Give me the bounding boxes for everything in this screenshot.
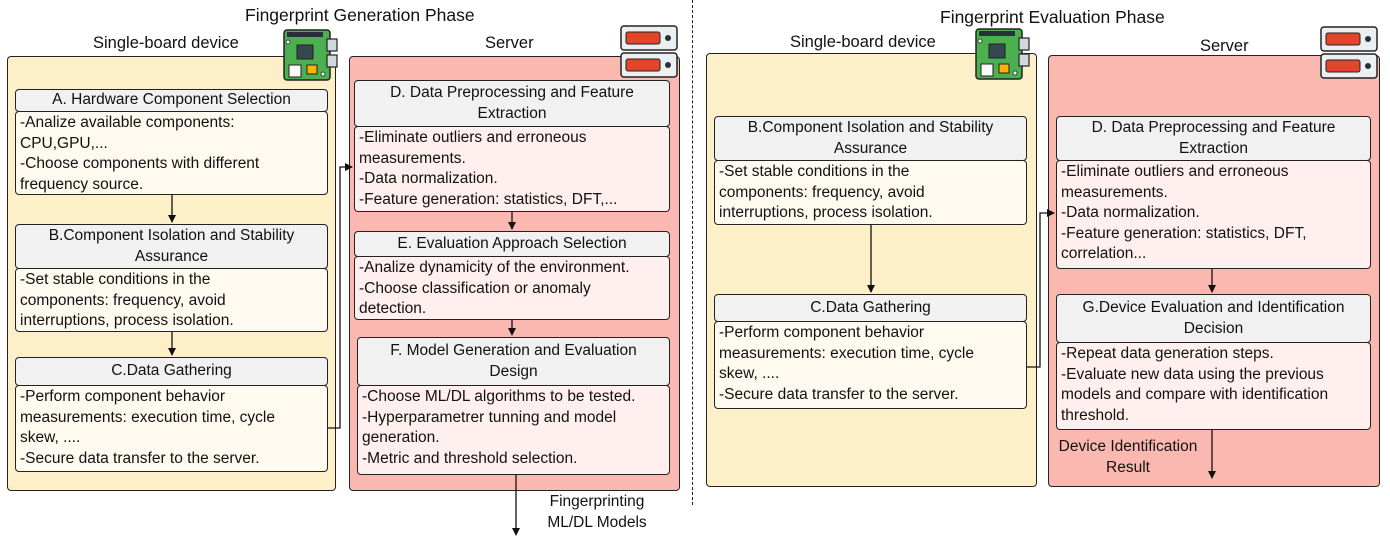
gen-step-b-title: B.Component Isolation and Stability Assu… (15, 224, 328, 269)
arrow-c-to-d (328, 163, 353, 429)
eval-step-d-body: -Eliminate outliers and erroneous measur… (1056, 160, 1371, 269)
gen-step-e-body: -Analize dynamicity of the environment. … (354, 256, 670, 320)
eval-step-b-title: B.Component Isolation and Stability Assu… (714, 116, 1027, 161)
gen-server-label: Server (485, 34, 534, 52)
single-board-computer-icon (283, 29, 338, 81)
phase-divider (692, 0, 693, 505)
gen-step-f-body: -Choose ML/DL algorithms to be tested. -… (357, 385, 670, 475)
eval-step-c-body: -Perform component behavior measurements… (714, 321, 1027, 409)
server-rack-icon (1320, 26, 1378, 79)
gen-step-f-title: F. Model Generation and Evaluation Desig… (357, 337, 670, 386)
eval-step-b-body: -Set stable conditions in the components… (714, 160, 1027, 225)
gen-step-d-body: -Eliminate outliers and erroneous measur… (354, 126, 670, 212)
server-rack-icon (620, 25, 678, 78)
eval-step-g-title: G.Device Evaluation and Identification D… (1056, 294, 1371, 343)
gen-step-c-body: -Perform component behavior measurements… (15, 385, 328, 472)
gen-step-b-body: -Set stable conditions in the components… (15, 268, 328, 332)
evaluation-phase-title: Fingerprint Evaluation Phase (940, 7, 1165, 27)
eval-device-label: Single-board device (790, 33, 936, 51)
arrow-eval-c-to-d (1027, 209, 1055, 368)
gen-step-e-title: E. Evaluation Approach Selection (354, 231, 670, 257)
gen-step-d-title: D. Data Preprocessing and Feature Extrac… (354, 80, 670, 127)
eval-step-c-title: C.Data Gathering (714, 294, 1027, 322)
single-board-computer-icon (975, 28, 1030, 80)
eval-step-d-title: D. Data Preprocessing and Feature Extrac… (1056, 116, 1371, 161)
eval-server-label: Server (1200, 37, 1249, 55)
gen-output-label: Fingerprinting ML/DL Models (547, 493, 647, 531)
eval-step-g-body: -Repeat data generation steps. -Evaluate… (1056, 342, 1371, 430)
eval-output-label: Device Identification Result (1058, 438, 1198, 476)
gen-device-label: Single-board device (93, 34, 239, 52)
generation-phase-title: Fingerprint Generation Phase (245, 5, 475, 25)
gen-step-a-body: -Analize available components: CPU,GPU,.… (15, 111, 328, 195)
